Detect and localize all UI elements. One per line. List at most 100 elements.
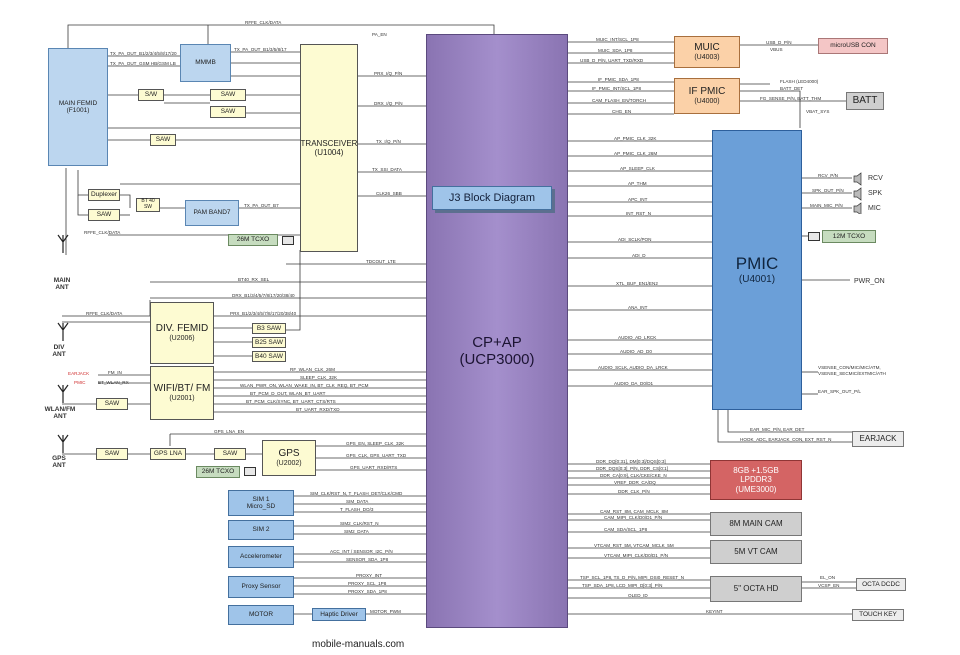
transceiver-part: (U1004) [314,148,344,157]
speaker-icon [853,187,862,201]
sig-audio-ad-d: AUDIO_AD_D0 [620,349,652,354]
haptic-driver: Haptic Driver [312,608,366,621]
speaker-icons [853,172,862,214]
cp-ap-chip: CP+AP (UCP3000) [426,34,568,628]
wlan-saw: SAW [96,398,128,410]
sig-vbat: VBAT_SYS [806,109,830,114]
diagram-title: J3 Block Diagram [432,186,552,210]
sim1-label: SIM 1 [252,495,270,503]
sig-chg-en: CHG_EN [612,109,632,114]
sig-sensor-scl: SENSOR_SDA_1P8 [346,557,389,562]
div-ant-label: DIV ANT [52,344,66,358]
duplexer: Duplexer [88,189,120,201]
div-femid-part: (U2006) [169,334,195,342]
sig-vbus: VBUS [770,47,783,52]
sig-tsp-scl: TSP_SCL_1P8, TS_D_P/N, MIPI_DSI0_RESET_N [580,575,685,580]
pmic-red-label: PMIC [74,380,86,385]
memory-line3: (UME3000) [735,484,777,494]
sig-cam-flash: CAM_FLASH_EN/TORCH [592,98,647,103]
saw-filter-1: SAW [210,89,246,101]
sig-vtcam-rst: VTCAM_RST_5M, VTCAM_MCLK_5M [594,543,674,548]
sig-cam-scl: CAM_SDA/SCL_1P8 [604,527,648,532]
memory-chip: 8GB +1.5GB LPDDR3 (UME3000) [710,460,802,500]
sig-hook: HOOK_ADC, EARJACK_CON, EXT_RST_N [740,437,832,442]
pmic-chip: PMIC (U4001) [712,130,802,410]
sig-int-rst: INT_RST_N [626,211,652,216]
cp-ap-name: CP+AP [472,333,522,351]
sig-vsense: VSENSE_CON/MIC/MIC/ATM, VSENSE_SECMIC/EX… [818,365,886,376]
watermark: mobile-manuals.com [312,639,405,650]
tcxo-26m: 26M TCXO [228,234,278,246]
wifi-part: (U2001) [169,394,195,402]
wlan-ant-label: WLAN/FM ANT [44,406,76,420]
sig-prx-iq: PRX_I/Q_P/N [374,71,403,76]
sig-rffe-div: RFFE_CLK/DATA [86,311,123,316]
gps-ant-label: GPS ANT [52,455,66,469]
fm-in-label: FM_IN [108,370,122,375]
sig-flash: FLASH (LED4000) [780,79,819,84]
sig-bt-pcm2: BT_PCM_CLK/SYNC, BT_UART_CTS/RTS [246,399,336,404]
sig-xtl-buf: XTL_BUF_EN1/EN2 [616,281,658,286]
crystal-12m-icon [808,232,820,241]
earjack-red-label: EARJACK [68,371,90,376]
sig-drx-iq: DRX_I/Q_P/N [374,101,403,106]
earjack-box: EARJACK [852,431,904,447]
main-camera: 8M MAIN CAM [710,512,802,536]
sig-spk-out: SPK_OUT_P/N [812,188,844,193]
gps-part: (U2002) [276,459,302,467]
sig-ddr-dq: DDR_DQ[0:31], DM[0:3]/DQS[0:3] [596,459,666,464]
sig-rffe-main: RFFE_CLK/DATA [84,230,121,235]
saw-filter-2: SAW [210,106,246,118]
sim2-slot: SIM 2 [228,520,294,540]
switch-sw: S/W [138,89,164,101]
main-femid: MAIN FEMID (F1001) [48,48,108,166]
bt40-switch: BT 40 SW [136,198,160,212]
bt-wlan-rx-label: BT_WLAN_RX [98,380,129,385]
sig-audio-da: AUDIO_SCLK, AUDIO_DA_LRCK [598,365,668,370]
sig-usb-d-con: USB_D_P/N [766,40,792,45]
gps-chip: GPS (U2002) [262,440,316,476]
sig-acc-int: ACC_INT / SENSOR_I2C_P/N [330,549,393,554]
sig-ear-mic: EAR_MIC_P/N, EAR_DET [750,427,805,432]
if-pmic-part: (U4000) [694,97,720,105]
sim1-slot: SIM 1 Micro_SD [228,490,294,516]
octa-display: 5" OCTA HD [710,576,802,602]
sig-bt-uart: BT_UART_RXD/TXD [296,407,340,412]
sig-ap-sleep: AP_SLEEP_CLK [620,166,655,171]
gps-crystal-icon [244,467,256,476]
sig-sleep-clk: SLEEP_CLK_32K [300,375,338,380]
main-antenna-icon [57,234,69,253]
sig-fg-sense: FG_SENSE_P/N, BATT_THM [760,96,822,101]
transceiver-chip: TRANSCEIVER (U1004) [300,44,358,252]
sig-rf-wlan: RF_WLAN_CLK_26M [290,367,335,372]
wifi-name: WIFI/BT/ FM [153,383,211,395]
sig-rcv-pn: RCV_P/N [818,173,838,178]
muic-name: MUIC [694,42,720,54]
sig-gps-lna: GPS_LNA_EN [214,429,245,434]
mmmb: MMMB [180,44,231,82]
sig-drx-b1: DRX_B1/3/4/5/7/8/17/20/38/40 [232,293,295,298]
wlan-antenna-icon [57,384,69,403]
sig-tx-pa-out-1: TX_PA_OUT_B1/2/3/4/5/8/17/20 [110,51,177,56]
memory-line1: 8GB +1.5GB [733,466,779,476]
saw-filter-3: SAW [150,134,176,146]
sig-muic-sda: MUIC_SDA_1P8 [598,48,633,53]
sig-proxy-sda: PROXY_SDA_1P8 [348,589,387,594]
sig-ap-pmic-clk26: AP_PMIC_CLK_26M [614,151,658,156]
crystal-26m-icon [282,236,294,245]
sig-adi-d: ADI_D [632,253,646,258]
sig-pa-en: PA_EN [372,32,387,37]
sig-pam-out: TX_PA_OUT_B7 [244,203,279,208]
div-saw-b40: B40 SAW [252,351,286,362]
div-saw-b25: B25 SAW [252,337,286,348]
touch-key: TOUCH KEY [852,609,904,621]
if-pmic-name: IF PMIC [688,86,726,98]
sig-gps-en: GPS_EN, SLEEP_CLK_32K [346,441,405,446]
sig-ana-int: ANA_INT [628,305,648,310]
sig-audio-da-d: AUDIO_DA_D0/D1 [614,381,654,386]
receiver-icon [853,172,862,186]
sig-ddr-dqs: DDR_DQS[0:3]_P/N, DDR_CS[0:1] [596,466,668,471]
div-antenna-icon [57,322,69,341]
sig-tx-pa-out-2: TX_PA_OUT_GSM HB/GSM LB [110,61,176,66]
